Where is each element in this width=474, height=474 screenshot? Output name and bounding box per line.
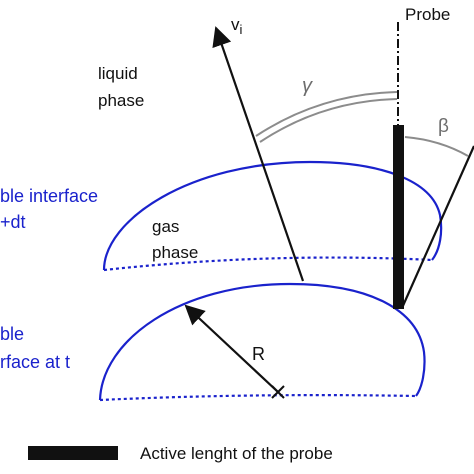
interface-t-plus-dt-label-line1: ble interface — [0, 186, 98, 206]
legend-label: Active lenght of the probe — [140, 444, 333, 463]
liquid-phase-label-line2: phase — [98, 91, 144, 110]
gas-phase-label-line2: phase — [152, 243, 198, 262]
bubble-interface-t-plus-dt-arc — [102, 160, 443, 271]
gamma-label: γ — [302, 75, 313, 97]
probe-label: Probe — [405, 5, 450, 24]
liquid-phase-label-line1: liquid — [98, 64, 138, 83]
legend-swatch — [28, 446, 118, 460]
velocity-label: vi — [231, 15, 243, 37]
radius-label: R — [252, 344, 265, 364]
probe-active-length — [393, 125, 404, 309]
gamma-angle-arc-inner — [259, 98, 398, 143]
interface-t-label-line2: rface at t — [0, 352, 70, 372]
radius-center-mark-2 — [271, 385, 285, 399]
gas-phase-label-line1: gas — [152, 217, 179, 236]
interface-t-plus-dt-label-line2: +dt — [0, 212, 26, 232]
bubble-interface-t-plus-dt-base — [103, 256, 433, 272]
interface-normal-line — [400, 145, 474, 309]
bubble-interface-t-base — [99, 394, 417, 402]
beta-label: β — [438, 116, 449, 137]
beta-angle-arc — [404, 136, 469, 157]
gamma-angle-arc-outer — [255, 91, 398, 137]
bubble-interface-t-arc — [98, 282, 426, 401]
velocity-vector-arrow — [212, 26, 305, 282]
radius-arrow — [184, 304, 279, 393]
interface-t-label-line1: ble — [0, 324, 24, 344]
